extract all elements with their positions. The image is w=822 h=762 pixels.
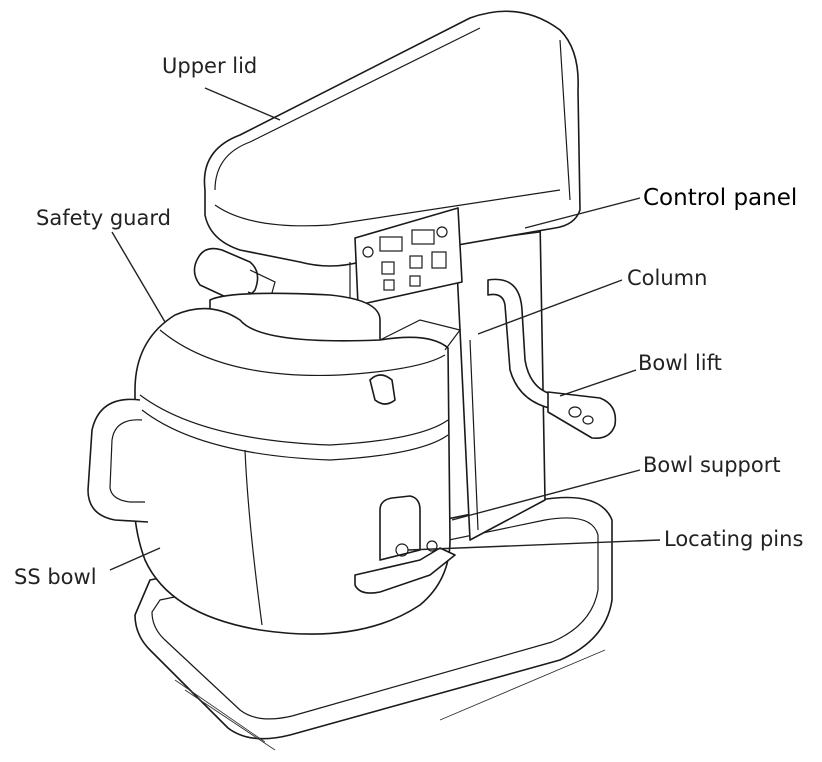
control-panel-face	[354, 207, 463, 306]
side-knob	[193, 247, 276, 301]
label-bowl-lift: Bowl lift	[638, 351, 722, 375]
label-locating-pins: Locating pins	[664, 527, 804, 551]
leader-lines	[109, 87, 661, 571]
leader-bowl-lift	[559, 369, 637, 397]
leader-locating-pins	[407, 539, 661, 551]
label-safety-guard: Safety guard	[36, 206, 171, 230]
upper-lid-housing	[203, 10, 581, 330]
bowl-lift-handle	[487, 278, 617, 440]
label-upper-lid: Upper lid	[162, 54, 258, 78]
bowl-support-bracket	[354, 495, 456, 594]
label-column: Column	[627, 266, 708, 290]
leader-control-panel	[524, 197, 641, 229]
leader-upper-lid	[204, 87, 281, 121]
bowl-assembly	[132, 292, 462, 635]
leader-column	[477, 279, 623, 335]
label-control-panel: Control panel	[643, 185, 798, 211]
leader-safety-guard	[111, 231, 166, 323]
label-ss-bowl: SS bowl	[14, 565, 97, 589]
bowl-handle	[87, 398, 149, 523]
leader-ss-bowl	[109, 547, 161, 571]
label-bowl-support: Bowl support	[643, 453, 781, 477]
leader-bowl-support	[451, 469, 641, 521]
